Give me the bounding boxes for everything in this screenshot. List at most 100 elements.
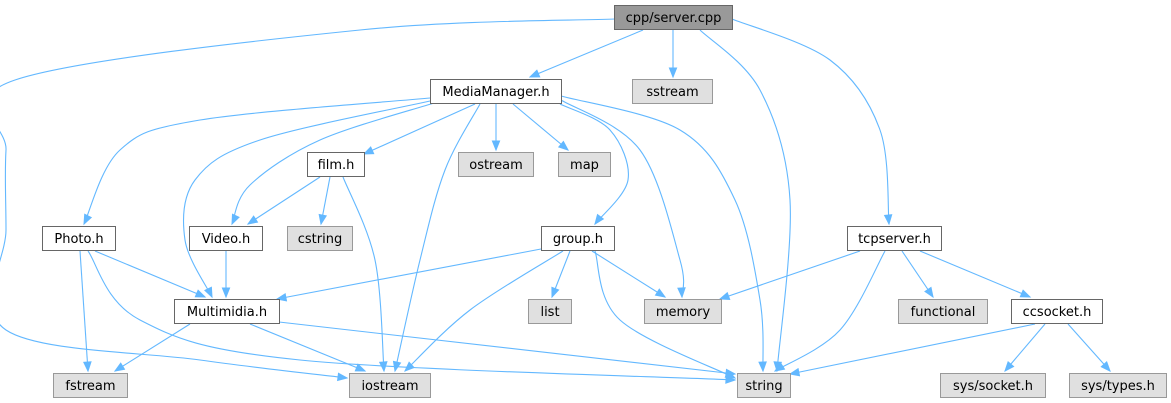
edge-tcpserver-h-to-memory (718, 250, 861, 301)
edge-arrowhead (773, 362, 786, 372)
node-film-h[interactable]: film.h (307, 152, 365, 177)
edge-tcpserver-h-to-ccsocket-h (919, 250, 1032, 298)
node-box (558, 152, 611, 177)
edge-ccsocket-h-to-sys-types-h (1067, 323, 1111, 372)
node-box (847, 226, 942, 251)
node-label: memory (656, 305, 711, 320)
edge-line (1067, 323, 1111, 372)
edge-video-h-to-multimidia-h (221, 251, 231, 299)
edge-mediamanager-h-to-iostream (392, 103, 481, 373)
node-label: Video.h (202, 232, 251, 247)
edge-mediamanager-h-to-string (560, 95, 767, 373)
node-box (528, 299, 572, 324)
edge-film-h-to-iostream (342, 176, 388, 373)
edge-arrowhead (677, 287, 686, 299)
node-label: ostream (469, 158, 523, 173)
node-box (42, 226, 116, 251)
node-label: functional (911, 305, 976, 320)
node-group-h[interactable]: group.h (541, 226, 615, 251)
node-box (737, 373, 791, 398)
edge-line (247, 176, 321, 225)
node-box (541, 226, 615, 251)
edge-line (404, 250, 564, 372)
edge-arrowhead (194, 289, 207, 298)
edge-arrowhead (246, 215, 259, 225)
edge-multimidia-h-to-iostream (249, 323, 367, 372)
node-box (940, 373, 1046, 398)
node-video-h[interactable]: Video.h (189, 226, 263, 251)
edge-film-h-to-video-h (246, 176, 321, 225)
node-sstream: sstream (632, 79, 713, 104)
edge-line (87, 250, 736, 381)
edge-arrowhead (551, 286, 560, 299)
edge-group-h-to-multimidia-h (275, 248, 542, 302)
node-label: string (745, 379, 782, 394)
edge-line (560, 99, 685, 298)
node-ostream: ostream (458, 152, 534, 177)
edge-ccsocket-h-to-string (788, 323, 1036, 377)
edge-photo-h-to-multimidia-h (94, 250, 207, 298)
edge-mediamanager-h-to-map (512, 103, 570, 151)
edge-arrowhead (788, 367, 801, 377)
edge-mediamanager-h-to-memory (560, 99, 686, 299)
node-label: sys/socket.h (953, 379, 1033, 394)
edge-arrowhead (654, 288, 667, 298)
edge-line (94, 250, 206, 298)
edge-line (183, 100, 431, 298)
node-cstring: cstring (287, 226, 353, 251)
node-box (307, 152, 365, 177)
edge-line (363, 103, 476, 155)
edge-arrowhead (668, 67, 678, 79)
node-box (644, 299, 722, 324)
node-functional: functional (898, 299, 988, 324)
edge-arrowhead (1019, 289, 1032, 298)
node-box (614, 5, 733, 30)
edge-line (114, 323, 191, 372)
node-box (349, 373, 431, 398)
edge-arrowhead (724, 369, 737, 379)
node-memory: memory (644, 299, 722, 324)
edge-arrowhead (354, 363, 367, 372)
node-box (1011, 299, 1103, 324)
node-box (430, 79, 562, 104)
edge-arrowhead (83, 361, 92, 373)
node-label: Multimidia.h (187, 305, 267, 320)
node-box (53, 373, 128, 398)
edge-arrowhead (557, 140, 570, 151)
node-label: Photo.h (54, 232, 103, 247)
node-label: list (540, 305, 559, 320)
edge-line (594, 250, 736, 379)
edges-layer (0, 18, 1111, 384)
edge-line (394, 103, 481, 372)
edge-line (789, 323, 1036, 375)
node-string: string (737, 373, 791, 398)
node-cpp-server-cpp[interactable]: cpp/server.cpp (614, 5, 733, 30)
edge-mediamanager-h-to-film-h (362, 103, 476, 155)
edge-line (731, 18, 890, 225)
node-label: ccsocket.h (1023, 305, 1092, 320)
edge-mediamanager-h-to-multimidia-h (183, 100, 431, 299)
edge-cpp-server-cpp-to-mediamanager-h (528, 29, 644, 78)
node-photo-h[interactable]: Photo.h (42, 226, 116, 251)
edge-arrowhead (1004, 360, 1015, 373)
edge-line (699, 29, 791, 372)
node-tcpserver-h[interactable]: tcpserver.h (847, 226, 942, 251)
edge-arrowhead (231, 213, 240, 226)
edge-mediamanager-h-to-group-h (559, 103, 629, 226)
node-ccsocket-h[interactable]: ccsocket.h (1011, 299, 1103, 324)
node-label: MediaManager.h (442, 85, 549, 100)
edge-line (276, 248, 542, 300)
edge-arrowhead (204, 286, 213, 299)
node-label: cstring (298, 232, 342, 247)
node-fstream: fstream (53, 373, 128, 398)
node-multimidia-h[interactable]: Multimidia.h (174, 299, 280, 324)
edge-mediamanager-h-to-video-h (231, 102, 435, 226)
edge-arrowhead (883, 214, 893, 226)
node-mediamanager-h[interactable]: MediaManager.h (430, 79, 562, 104)
edge-arrowhead (318, 213, 328, 226)
node-label: film.h (318, 158, 355, 173)
edge-line (249, 323, 366, 372)
edge-group-h-to-iostream (404, 250, 564, 372)
